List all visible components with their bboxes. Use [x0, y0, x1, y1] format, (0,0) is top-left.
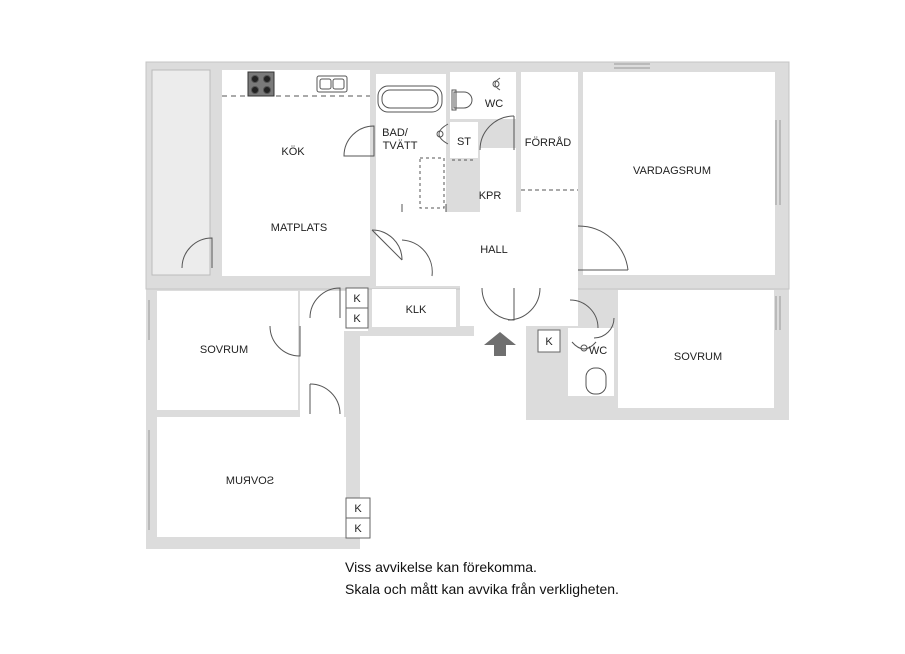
sink-right	[571, 341, 597, 350]
room-kpr	[480, 148, 516, 212]
closet-labels: K K K K K	[353, 293, 553, 535]
room-st	[450, 122, 478, 158]
room-bad	[376, 74, 446, 212]
room-wc-right	[568, 328, 614, 396]
label-kpr: KPR	[479, 190, 502, 202]
label-sovrum-left: SOVRUM	[200, 344, 248, 356]
disclaimer-line-1: Viss avvikelse kan förekomma.	[345, 559, 537, 575]
rooms-fill	[151, 69, 775, 537]
label-wc-right: WC	[589, 345, 607, 357]
label-bad: BAD/	[382, 127, 409, 139]
label-kok: KÖK	[281, 146, 305, 158]
label-tvatt: TVÄTT	[383, 140, 418, 152]
disclaimer-line-2: Skala och mått kan avvika från verklighe…	[345, 581, 619, 597]
room-labels: KÖK MATPLATS BAD/ TVÄTT WC ST FÖRRÅD KPR…	[200, 98, 722, 487]
closet-label: K	[354, 523, 362, 535]
closet-label: K	[353, 313, 361, 325]
label-klk: KLK	[406, 304, 427, 316]
toilet-right	[585, 367, 607, 395]
toilet-top	[453, 91, 473, 109]
fixtures	[148, 63, 781, 530]
room-wc-top	[450, 72, 516, 119]
label-wc-top: WC	[485, 98, 503, 110]
label-vardagsrum: VARDAGSRUM	[633, 165, 711, 177]
closet-label: K	[353, 293, 361, 305]
closet-label: K	[354, 503, 362, 515]
label-sovrum-bottom: SOVRUM	[226, 475, 274, 487]
label-st: ST	[457, 136, 471, 148]
label-forrad: FÖRRÅD	[525, 136, 572, 149]
room-sovrum-left	[157, 291, 298, 410]
closet-label: K	[545, 336, 553, 348]
room-sovrum-right	[618, 290, 774, 408]
label-matplats: MATPLATS	[271, 222, 327, 234]
label-hall: HALL	[480, 244, 508, 256]
bathtub	[377, 85, 443, 113]
sink	[316, 75, 348, 93]
room-klk	[372, 289, 456, 327]
room-forrad	[521, 72, 578, 212]
room-sovrum-bottom	[157, 417, 346, 537]
room-hall	[376, 212, 578, 286]
entrance-arrow-icon	[484, 332, 516, 356]
label-sovrum-right: SOVRUM	[674, 351, 722, 363]
closets	[345, 287, 561, 539]
room-vardagsrum	[583, 72, 775, 275]
room-kok	[222, 70, 370, 276]
balcony	[151, 69, 211, 276]
